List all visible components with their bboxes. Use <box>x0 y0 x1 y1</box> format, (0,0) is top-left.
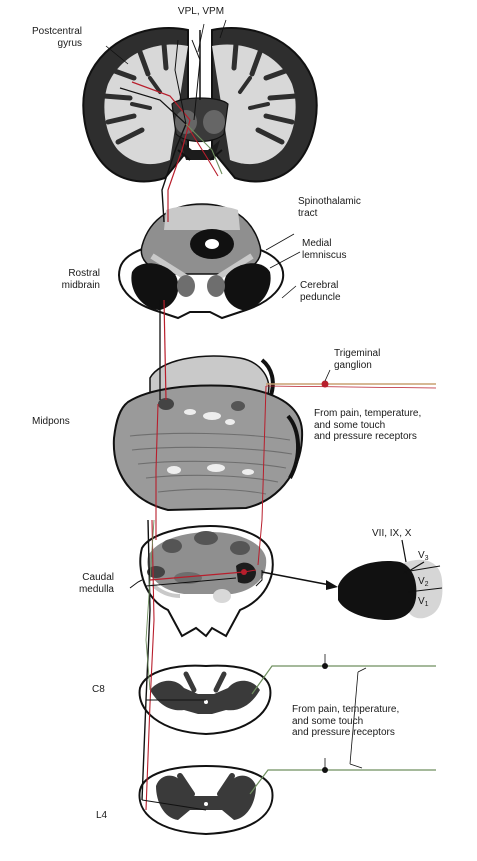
trigeminal-nucleus-inset <box>338 539 443 620</box>
l4-label: L4 <box>96 810 108 821</box>
midpons-section <box>112 355 304 512</box>
label-leader-lines <box>105 19 301 299</box>
c8-label: C8 <box>92 684 105 695</box>
coronal-brain-section <box>82 27 318 183</box>
peripheral-fibers <box>243 369 437 795</box>
l4-spinal-section <box>138 764 274 836</box>
receptors-lower-label: From pain, temperature, and some touch a… <box>292 704 400 738</box>
medial-lemniscus-label: Medial lemniscus <box>302 238 347 261</box>
inset-arrow <box>261 571 338 590</box>
rostral-midbrain-label: Rostral midbrain <box>61 268 100 291</box>
cranial-nerves-label: VII, IX, X <box>372 528 412 539</box>
cerebral-peduncle-label: Cerebral peduncle <box>300 280 341 303</box>
spinothalamic-tract-label: Spinothalamic tract <box>298 196 361 219</box>
rostral-midbrain-section <box>118 203 285 320</box>
ascending-pathways <box>119 39 245 811</box>
midpons-label: Midpons <box>32 416 70 427</box>
vpl-vpm-label: VPL, VPM <box>177 6 225 17</box>
caudal-medulla-label: Caudal medulla <box>78 572 114 595</box>
v1-label: V1 <box>418 596 429 608</box>
receptors-upper-label: From pain, temperature, and some touch a… <box>314 408 422 442</box>
trigeminal-ganglion-label: Trigeminal ganglion <box>334 348 381 371</box>
v3-label: V3 <box>418 550 429 562</box>
v2-label: V2 <box>418 576 429 588</box>
postcentral-gyrus-label: Postcentral gyrus <box>31 26 82 49</box>
